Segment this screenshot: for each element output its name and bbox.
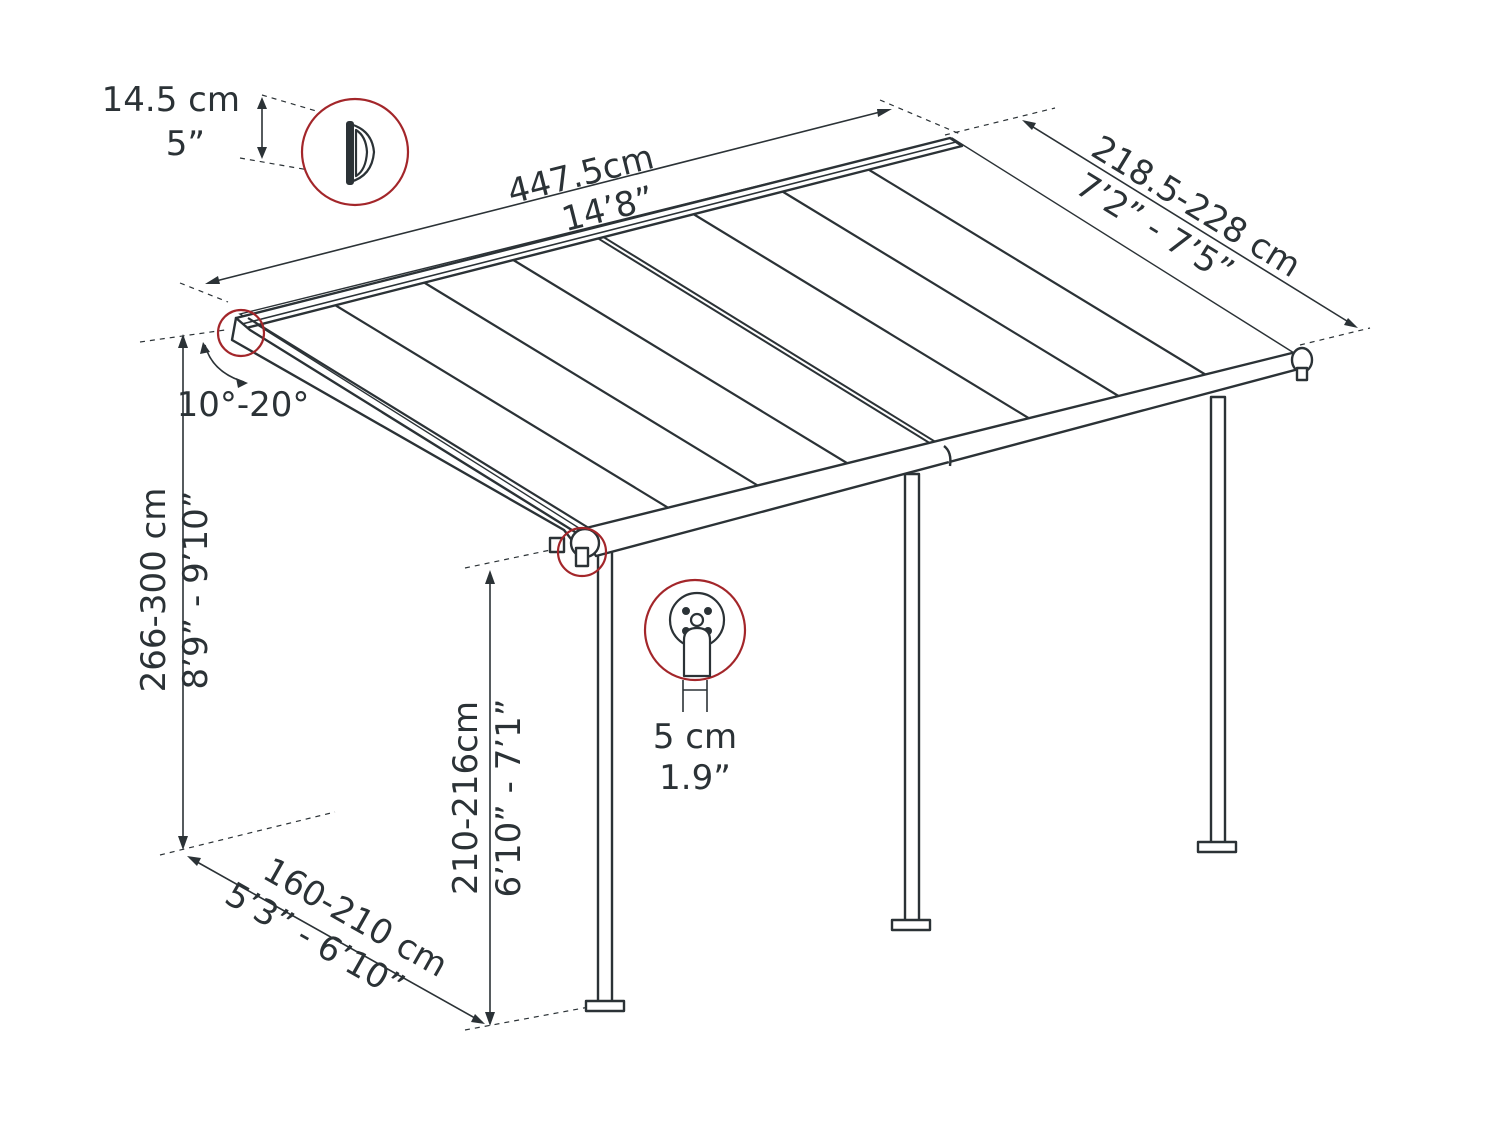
angle-value: 10°-20°	[177, 385, 310, 425]
front-height-imperial: 6’10” - 7’1”	[489, 699, 529, 898]
profile-height-metric: 14.5 cm	[102, 80, 240, 120]
posts	[584, 395, 1238, 1013]
front-height-metric: 210-216cm	[446, 701, 486, 895]
reference-lines	[139, 94, 1371, 1031]
profile-height-imperial: 5”	[166, 124, 205, 164]
front-gutter	[548, 346, 1314, 568]
wall-height-imperial: 8’9” - 9’10”	[176, 491, 216, 690]
post-width-imperial: 1.9”	[659, 758, 731, 798]
wall-height-metric: 266-300 cm	[134, 488, 174, 693]
wall-profile-detail-icon	[300, 97, 410, 207]
post-width-metric: 5 cm	[653, 717, 737, 757]
dimension-arrows	[178, 97, 1358, 1026]
post-bracket-detail-icon	[643, 578, 747, 682]
panel-rails	[329, 167, 1217, 516]
callouts	[216, 97, 747, 682]
